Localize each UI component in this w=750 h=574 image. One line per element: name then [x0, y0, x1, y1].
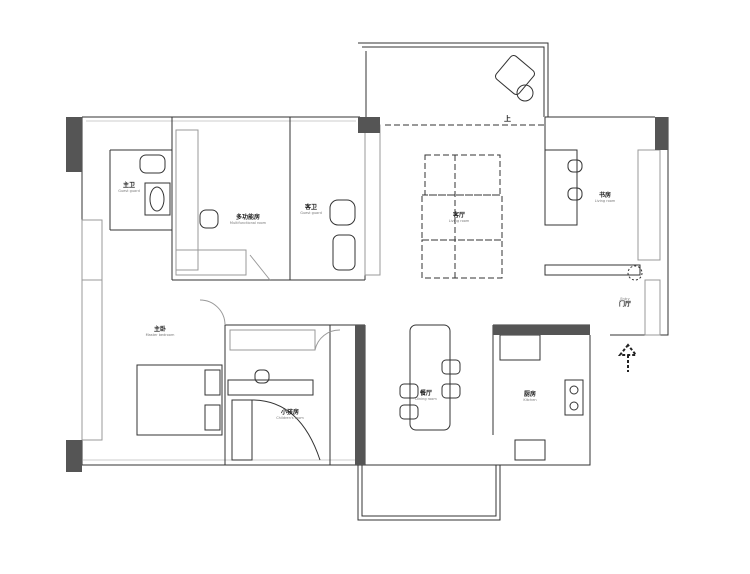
outer-wall [81, 116, 669, 466]
room-name: 多功能房 [235, 214, 261, 221]
room-name-en: Guest guard [118, 189, 140, 193]
room-name-en: Kitchen [523, 398, 537, 402]
room-name-en: Living room [594, 199, 616, 203]
room-name: 厨房 [523, 391, 536, 398]
room-name: 客厅 [452, 212, 466, 219]
room-name: 客卫 [304, 204, 318, 211]
balcony-bottom [357, 465, 501, 521]
room-name-en: Entry [620, 297, 630, 301]
room-name: 主卫 [122, 182, 136, 189]
room-name-en: Master bedroom [145, 333, 175, 337]
room-name-en: Multifunctional room [229, 221, 267, 225]
balcony-top [358, 42, 549, 117]
room-name: 书房 [598, 192, 612, 199]
room-name-en: Dining room [415, 397, 437, 401]
stair-up-mark: 上 [504, 115, 511, 123]
room-name-en: Living room [448, 219, 470, 223]
room-name: 小孩房 [280, 409, 300, 416]
dining-table [409, 324, 451, 431]
room-name: 门厅 [618, 300, 632, 308]
master-bed [136, 364, 223, 436]
room-name: 餐厅 [419, 390, 432, 397]
room-name-en: Children's room [276, 416, 304, 420]
room-name: 主卧 [153, 326, 166, 333]
room-name-en: Guest guard [300, 211, 322, 215]
living-sofa [424, 154, 501, 196]
